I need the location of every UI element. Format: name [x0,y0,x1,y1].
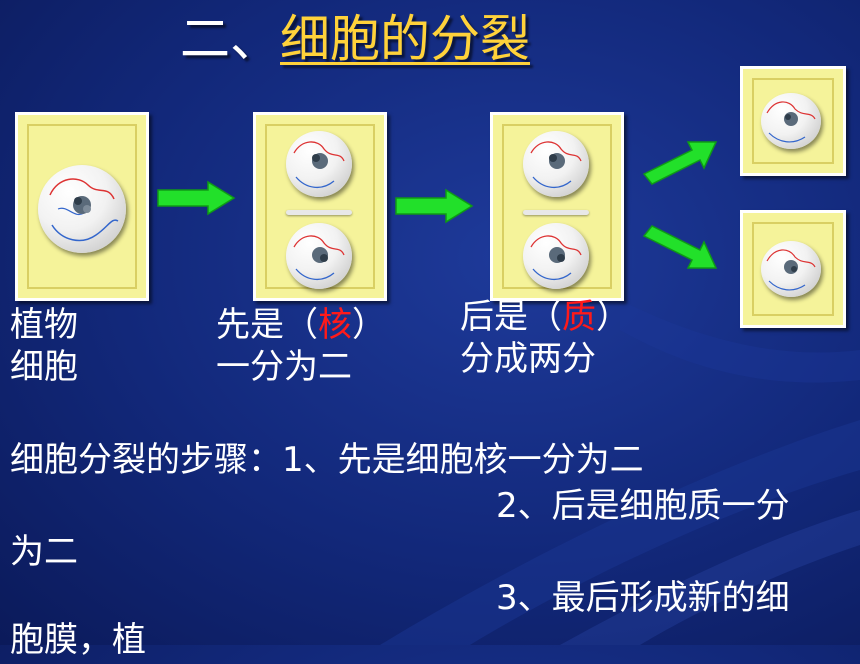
arrow-right-icon [157,180,236,216]
cell-nucleus-top [286,131,352,197]
arrow-down-right-icon [642,225,718,269]
arrow-right-icon [395,188,474,224]
cell-nucleus-top [523,131,589,197]
cell-nucleus [761,93,821,149]
steps-line-5: 胞膜，植 [10,620,146,660]
cell-nucleus-bottom [523,223,589,289]
cytoplasm-divided-cell [490,112,624,301]
arrow-up-right-icon [642,141,718,185]
cell-nucleus [761,241,821,297]
daughter-cell-top [740,66,846,176]
steps-line-3: 为二 [10,532,78,572]
page-title: 二、细胞的分裂 [180,8,530,70]
background-swoosh [380,300,860,645]
steps-line-4: 3、最后形成新的细 [496,578,790,618]
steps-line-2: 2、后是细胞质一分 [496,486,790,526]
title-highlight: 细胞的分裂 [280,10,530,68]
label-cytoplasm-divides: 后是（质） 分成两分 [460,297,630,379]
cell-nucleus-bottom [286,223,352,289]
cell-nucleus [38,165,126,253]
plant-cell [15,112,149,301]
title-prefix: 二、 [180,10,280,68]
label-plant-cell: 植物 细胞 [10,305,78,387]
label-nucleus-divides: 先是（核） 一分为二 [216,305,386,387]
steps-line-1: 细胞分裂的步骤：1、先是细胞核一分为二 [10,440,644,480]
daughter-cell-bottom [740,210,846,328]
nucleus-divided-cell [253,112,387,301]
